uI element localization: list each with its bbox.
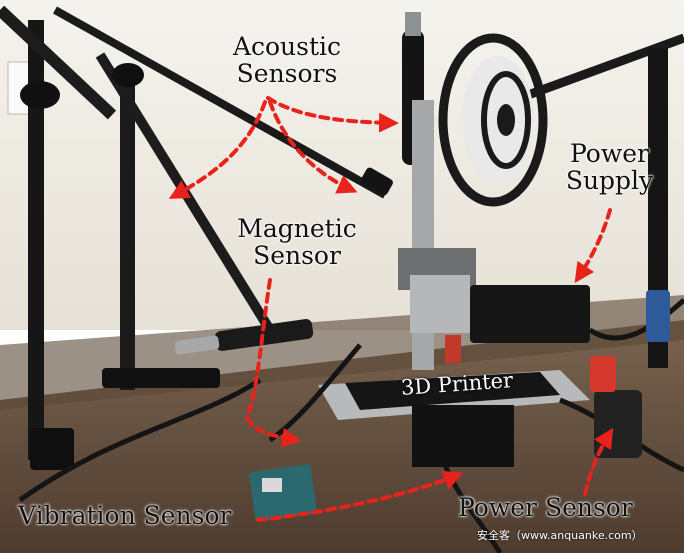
vibration-sensor-board xyxy=(249,464,317,522)
arrow-acoustic-top xyxy=(266,96,399,133)
power-supply-label: Power Supply xyxy=(565,139,654,195)
arrow-acoustic-right xyxy=(268,100,358,194)
mic-stands xyxy=(0,5,684,470)
arrow-power-supply xyxy=(574,208,612,283)
acoustic-sensors-label: Acoustic Sensors xyxy=(232,32,342,88)
magnetic-sensor-label: Magnetic Sensor xyxy=(237,214,357,270)
arrow-magnetic xyxy=(244,278,302,448)
printer-body xyxy=(318,100,590,467)
watermark-text: 安全客（www.anquanke.com） xyxy=(477,529,643,542)
arrow-vibration xyxy=(256,470,464,522)
annotation-arrows xyxy=(168,96,614,522)
vibration-sensor-label: Vibration Sensor xyxy=(18,501,232,530)
wall xyxy=(0,0,684,330)
arrow-power-sensor xyxy=(583,427,614,496)
arrow-acoustic-left xyxy=(168,100,267,199)
power-sensor-label: Power Sensor xyxy=(458,493,633,522)
filament-spool xyxy=(438,33,548,207)
